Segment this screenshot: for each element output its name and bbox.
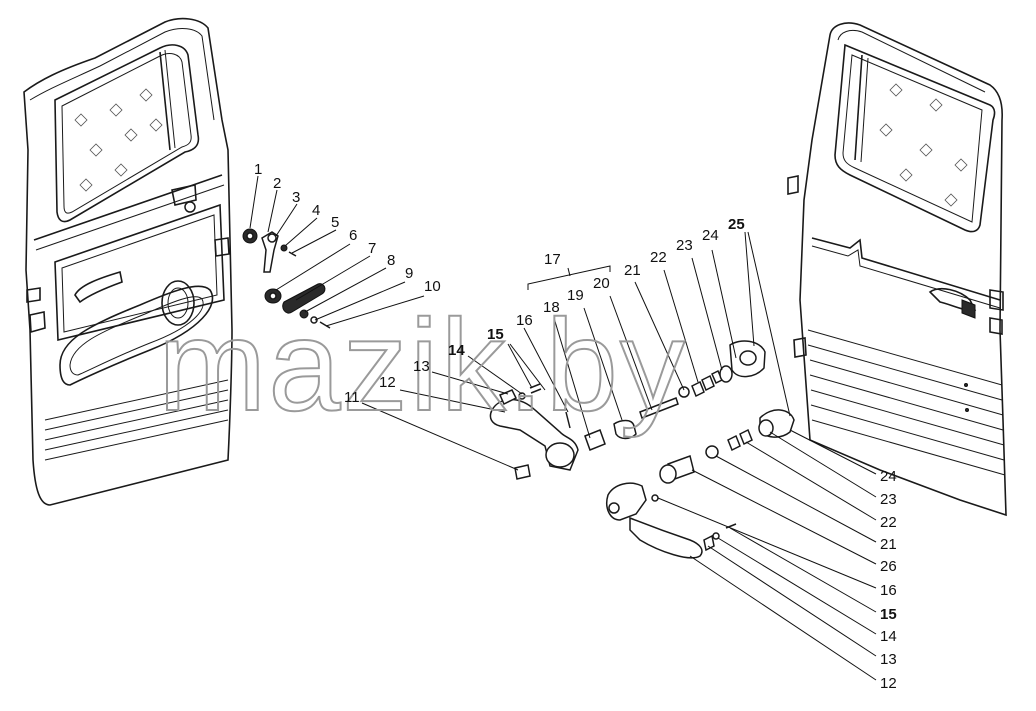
part-7-knob (282, 283, 326, 314)
callout-labels: 1 2 3 4 5 6 7 8 9 10 11 12 13 14 15 16 1… (254, 161, 897, 692)
callout-5: 5 (331, 214, 339, 231)
regulator-parts (242, 228, 331, 329)
callout-9: 9 (405, 265, 413, 282)
right-door-drawing (787, 22, 1007, 517)
callout-right-24: 24 (880, 468, 897, 485)
callout-10: 10 (424, 278, 441, 295)
callout-23: 23 (676, 237, 693, 254)
callout-22: 22 (650, 249, 667, 266)
part-18-bushing (584, 429, 606, 451)
part-9-washer (310, 316, 318, 324)
outer-part-13-plate (703, 534, 715, 552)
callout-20: 20 (593, 275, 610, 292)
callout-4: 4 (312, 202, 320, 219)
part-14-washer (518, 392, 526, 400)
callout-6: 6 (349, 227, 357, 244)
outer-part-15-screw (725, 523, 737, 529)
part-4-bushing (280, 244, 288, 252)
callout-right-14: 14 (880, 628, 897, 645)
part-11-bolt (514, 464, 531, 480)
part-19-cylinder (613, 419, 637, 440)
callout-right-26: 26 (880, 558, 897, 575)
callout-21: 21 (624, 262, 641, 279)
callout-2: 2 (273, 175, 281, 192)
callout-3: 3 (292, 189, 300, 206)
callout-1: 1 (254, 161, 262, 178)
callout-25: 25 (728, 216, 745, 233)
callout-right-22: 22 (880, 514, 897, 531)
part-21-washer (678, 386, 690, 398)
inner-handle-parts (489, 340, 766, 480)
callout-right-13: 13 (880, 651, 897, 668)
callout-14: 14 (448, 342, 465, 359)
outer-part-22-spring (727, 428, 753, 452)
callout-right-23: 23 (880, 491, 897, 508)
callout-7: 7 (368, 240, 376, 257)
outer-part-handle-housing (606, 482, 647, 521)
callout-19: 19 (567, 287, 584, 304)
callout-12: 12 (379, 374, 396, 391)
part-22-spring (691, 369, 723, 398)
left-door-drawing (23, 17, 233, 506)
part-16-pin (565, 411, 571, 429)
callout-13: 13 (413, 358, 430, 375)
callout-11: 11 (344, 389, 360, 406)
callout-8: 8 (387, 252, 395, 269)
callout-17: 17 (544, 251, 561, 268)
callout-24: 24 (702, 227, 719, 244)
outer-part-21-washer (705, 445, 719, 459)
part-13-plate (499, 389, 518, 406)
right-window-glass (879, 83, 968, 207)
outer-part-16-pin (651, 494, 659, 502)
left-window-glass (74, 88, 163, 192)
outer-part-14-washer (712, 532, 720, 540)
part-10-screw (319, 321, 331, 329)
callout-right-16: 16 (880, 582, 897, 599)
outer-part-23-ring (758, 419, 774, 437)
callout-16: 16 (516, 312, 533, 329)
watermark-text: mazik.by (158, 292, 687, 438)
callout-right-12: 12 (880, 675, 897, 692)
part-5-screw (288, 251, 297, 257)
leader-lines (249, 175, 877, 681)
part-20-rod (639, 397, 679, 419)
outer-part-12-handle (629, 516, 703, 559)
callout-18: 18 (543, 299, 560, 316)
part-3-washer (267, 233, 277, 243)
callout-15: 15 (487, 326, 504, 343)
callout-right-21: 21 (880, 536, 897, 553)
part-23-ring (719, 365, 733, 383)
callout-right-15: 15 (880, 606, 897, 623)
